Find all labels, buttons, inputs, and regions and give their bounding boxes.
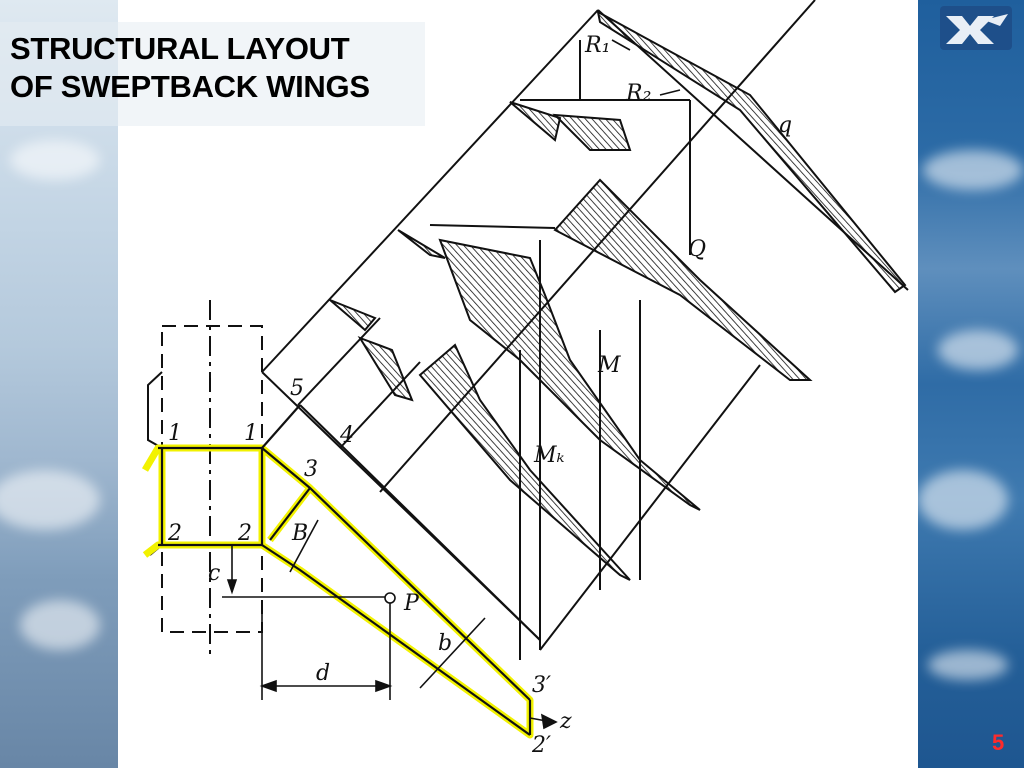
background-sky-left <box>0 0 118 768</box>
label-node-2-right: 2 <box>237 521 252 546</box>
label-node-2-left: 2 <box>167 521 182 546</box>
label-b-root: B <box>291 521 308 546</box>
small-curve-mid <box>329 299 377 332</box>
label-d-offset: d <box>316 661 330 686</box>
cloud <box>923 150 1023 190</box>
background-sky-right <box>918 0 1024 768</box>
label-node-4: 4 <box>339 423 354 448</box>
xai-university-logo-icon <box>940 6 1012 50</box>
cloud <box>20 600 100 650</box>
highlighted-load-path <box>141 444 534 739</box>
label-p-force: P <box>403 591 420 616</box>
title-background <box>0 22 425 126</box>
page-number: 5 <box>992 730 1005 755</box>
label-node-1-left: 1 <box>168 421 182 446</box>
torsion-mk-curve <box>418 343 631 581</box>
label-b-chord: b <box>438 631 452 656</box>
label-z-axis: z <box>559 709 572 734</box>
label-m-moment: M <box>597 353 621 378</box>
wing-frame-lines <box>261 0 909 660</box>
label-c-offset: c <box>208 561 220 586</box>
label-node-3-prime: 3′ <box>532 673 551 698</box>
label-node-1-right: 1 <box>244 421 258 446</box>
cloud <box>918 470 1008 530</box>
label-q-distributed: q <box>778 113 792 138</box>
small-curve-top <box>397 229 446 259</box>
cloud <box>10 140 100 180</box>
cloud <box>928 650 1008 680</box>
structure-black-lines <box>158 404 532 736</box>
cloud <box>0 470 100 530</box>
label-r1: R₁ <box>584 33 610 58</box>
distributed-load-q-curve <box>596 10 907 294</box>
reaction-r1-curve <box>509 101 562 142</box>
reaction-lower-curve <box>357 336 414 402</box>
label-node-3: 3 <box>304 457 318 482</box>
reaction-r2-curve <box>552 113 632 151</box>
label-node-5: 5 <box>290 376 304 401</box>
dimension-lines <box>222 39 681 730</box>
slide-title: STRUCTURAL LAYOUT OF SWEPTBACK WINGS <box>10 31 370 104</box>
label-node-2-prime: 2′ <box>531 733 551 758</box>
label-mk-torsion: Mₖ <box>533 443 565 468</box>
label-r2: R₂ <box>625 81 651 106</box>
cloud <box>938 330 1018 370</box>
shear-force-q-curve <box>553 178 813 381</box>
label-q-shear: Q <box>688 237 706 262</box>
